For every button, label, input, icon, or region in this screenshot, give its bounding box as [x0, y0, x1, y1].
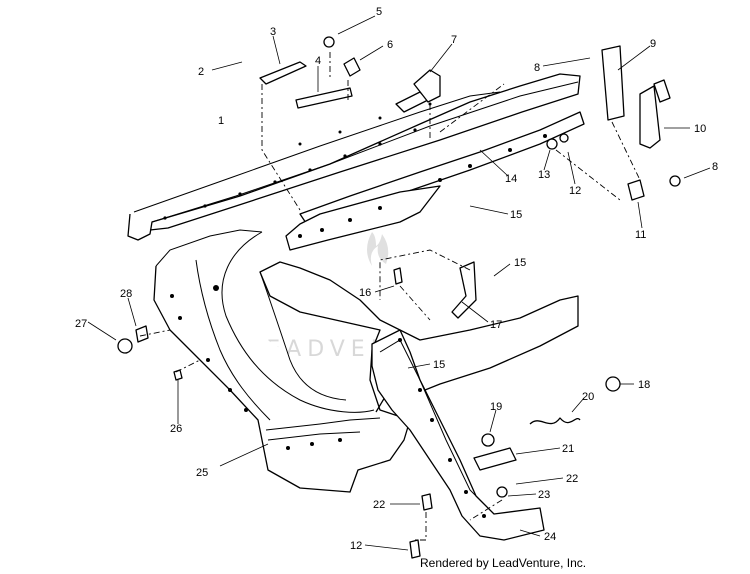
- callout-12-top: 12: [569, 185, 581, 197]
- callout-7: 7: [451, 34, 457, 46]
- callout-21: 21: [562, 443, 574, 455]
- callout-14: 14: [505, 173, 517, 185]
- callout-19: 19: [490, 401, 502, 413]
- callout-4: 4: [315, 55, 321, 67]
- callout-15-upper: 15: [510, 209, 522, 221]
- callout-9: 9: [650, 38, 656, 50]
- part-hood-shell: [153, 229, 579, 493]
- part-rail-14: [285, 111, 585, 251]
- callout-15-middle: 15: [514, 257, 526, 269]
- construction-lines: [139, 52, 641, 541]
- callout-13: 13: [538, 169, 550, 181]
- callout-27: 27: [75, 318, 87, 330]
- callout-5: 5: [376, 6, 382, 18]
- hardware: [117, 36, 681, 559]
- callout-1: 1: [218, 115, 224, 127]
- callout-22-left: 22: [373, 499, 385, 511]
- callout-6: 6: [387, 39, 393, 51]
- callout-25: 25: [196, 467, 208, 479]
- callout-10: 10: [694, 123, 706, 135]
- part-bumper-bracket: [371, 329, 545, 541]
- callout-17: 17: [490, 319, 502, 331]
- render-credit: Rendered by LeadVenture, Inc.: [420, 556, 586, 570]
- callout-2: 2: [198, 66, 204, 78]
- callout-23: 23: [538, 489, 550, 501]
- callout-24: 24: [544, 531, 556, 543]
- callout-labels: 1 2 3 4 5 6 7 8 9 10 8 11 12 13 14 15 15…: [75, 6, 718, 552]
- callout-8-top: 8: [534, 62, 540, 74]
- callout-26: 26: [170, 423, 182, 435]
- callout-11: 11: [635, 229, 646, 241]
- leader-lines: [87, 15, 711, 551]
- callout-18: 18: [638, 379, 650, 391]
- callout-12-bottom: 12: [350, 540, 362, 552]
- callout-28: 28: [120, 288, 132, 300]
- callout-16: 16: [359, 287, 371, 299]
- part-hood-rail: [127, 73, 581, 241]
- callout-15-lower: 15: [433, 359, 445, 371]
- callout-8-right: 8: [712, 161, 718, 173]
- callout-3: 3: [270, 26, 276, 38]
- callout-20: 20: [582, 391, 594, 403]
- callout-22-right: 22: [566, 473, 578, 485]
